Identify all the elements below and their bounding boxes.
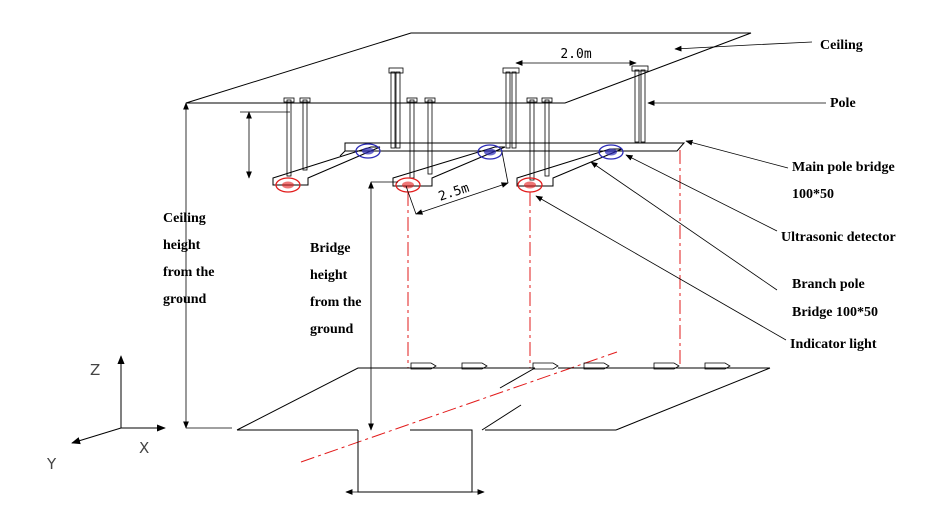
ultrasonic-detector (598, 144, 624, 160)
pole-label: Pole (830, 96, 856, 111)
indicator-light (275, 177, 301, 193)
floor (236, 367, 771, 495)
branch-bridge-label-line2: Bridge 100*50 (792, 305, 878, 320)
pole-spacing-label: 2.0m (560, 47, 591, 62)
poles (283, 65, 649, 181)
indicator-light-label: Indicator light (790, 337, 877, 352)
ceiling-height-label-line2: height (163, 238, 201, 253)
main-pole-bridge (339, 142, 686, 157)
branch-length-dimension: 2.5m (405, 151, 509, 215)
ceiling-height-label-line4: ground (163, 292, 207, 307)
bridge-height-label-line2: height (310, 268, 348, 283)
bridge-height-label-line1: Bridge (310, 241, 350, 256)
pole-spacing-dimension: 2.0m (515, 47, 637, 66)
ultrasonic-detector (477, 144, 503, 160)
branch-bridges (272, 146, 623, 187)
ceiling-height-dimension (183, 102, 232, 429)
bridge-height-label-line4: ground (310, 322, 354, 337)
bridge-height-label-line3: from the (310, 295, 361, 310)
main-bridge-label-line1: Main pole bridge (792, 160, 895, 175)
projection-lines (300, 150, 681, 463)
ultrasonic-detectors (355, 143, 624, 160)
branch-bridge-label-line1: Branch pole (792, 277, 865, 292)
indicator-light (395, 177, 421, 193)
axis-x-label: X (139, 439, 149, 457)
main-bridge-label-line2: 100*50 (792, 187, 834, 202)
floor-markers (410, 362, 731, 370)
ceiling-plane (185, 32, 752, 104)
ultrasonic-detector-label: Ultrasonic detector (781, 230, 896, 245)
ceiling-label: Ceiling (820, 38, 863, 53)
ceiling-height-label-line1: Ceiling (163, 211, 206, 226)
bridge-height-dimension (368, 181, 398, 431)
ultrasonic-detector (355, 143, 381, 159)
axis-y-label: Y (46, 455, 57, 473)
ceiling-height-label-line3: from the (163, 265, 214, 280)
axis-z-label: Z (90, 361, 100, 379)
pole-length-dimension (240, 111, 290, 179)
coordinate-axes: Z X Y (46, 355, 166, 473)
leader-lines (535, 41, 826, 341)
